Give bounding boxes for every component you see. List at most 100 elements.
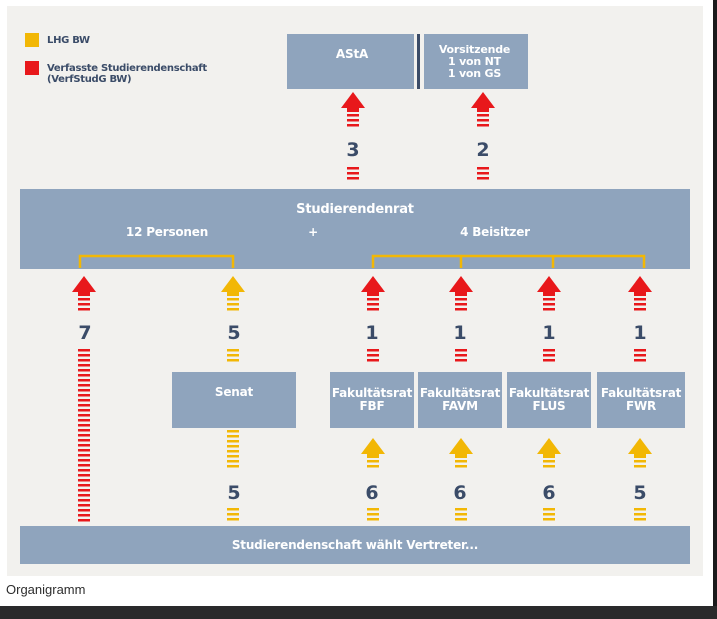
rat-personen-label: 12 Personen — [125, 224, 209, 239]
senat-upper-count: 5 — [227, 322, 241, 344]
arrow-fwr-upper — [628, 276, 652, 311]
senat-box: Senat — [172, 372, 296, 428]
vorsitzende-box: Vorsitzende 1 von NT 1 von GS — [421, 34, 528, 89]
dashes-favm-lower — [455, 508, 467, 521]
dash-mark — [78, 429, 90, 432]
legend-label-verfstud-law: (VerfStudG BW) — [47, 74, 132, 85]
legend-swatch-verfstud — [25, 61, 39, 75]
rat-beisitzer-label: 4 Beisitzer — [460, 224, 530, 239]
figure-caption: Organigramm — [6, 582, 86, 597]
favm-label-1: Fakultätsrat — [419, 386, 501, 400]
dash-mark — [78, 419, 90, 422]
dash-mark — [227, 450, 239, 453]
fwr-label-1: Fakultätsrat — [600, 386, 682, 400]
dash-mark — [78, 494, 90, 497]
flus-label-2: FLUS — [532, 399, 566, 413]
dashes-senat-column — [227, 430, 239, 468]
dash-mark — [78, 509, 90, 512]
dash-mark — [78, 444, 90, 447]
vorsitzende-count: 2 — [476, 139, 490, 161]
flus-upper-count: 1 — [542, 322, 556, 344]
arrow-fbf-lower — [361, 438, 385, 468]
dash-mark — [78, 519, 90, 522]
dashes-vorsitzende — [477, 167, 489, 180]
dashes-asta — [347, 167, 359, 180]
dash-mark — [78, 464, 90, 467]
fakultaetsrat-fbf-box: Fakultätsrat FBF — [330, 372, 414, 428]
image-frame: LHG BW Verfasste Studierendenschaft (Ver… — [0, 0, 713, 606]
dash-mark — [78, 454, 90, 457]
dash-mark — [78, 459, 90, 462]
asta-label: AStA — [335, 47, 369, 61]
studierendenschaft-box: Studierendenschaft wählt Vertreter... — [20, 526, 690, 564]
dashes-flus-upper — [543, 349, 555, 362]
dashes-fwr-lower — [634, 508, 646, 521]
arrow-vorsitzende — [471, 92, 495, 127]
dashes-favm-upper — [455, 349, 467, 362]
connector-graphics — [72, 34, 652, 522]
vorsitzende-label: Vorsitzende — [438, 42, 511, 56]
fakultaetsrat-fwr-box: Fakultätsrat FWR — [597, 372, 685, 428]
arrow-favm-upper — [449, 276, 473, 311]
arrow-direct — [72, 276, 96, 311]
bracket-beisitzer — [371, 254, 646, 268]
arrow-favm-lower — [449, 438, 473, 468]
dash-mark — [227, 455, 239, 458]
senat-lower-count: 5 — [227, 482, 241, 504]
favm-upper-count: 1 — [453, 322, 467, 344]
vorsitzende-nt: 1 von NT — [448, 54, 501, 68]
dash-mark — [78, 504, 90, 507]
dash-mark — [78, 409, 90, 412]
studierendenschaft-label: Studierendenschaft wählt Vertreter... — [231, 537, 479, 552]
dash-mark — [78, 349, 90, 352]
dash-mark — [227, 445, 239, 448]
dash-mark — [227, 430, 239, 433]
fbf-label-2: FBF — [359, 399, 385, 413]
dashes-fbf-upper — [367, 349, 379, 362]
dash-mark — [78, 389, 90, 392]
legend-swatch-lhg — [25, 33, 39, 47]
right-border — [713, 0, 717, 606]
dash-mark — [78, 399, 90, 402]
dash-mark — [78, 469, 90, 472]
fbf-lower-count: 6 — [365, 482, 379, 504]
dash-mark — [78, 364, 90, 367]
fbf-label-1: Fakultätsrat — [331, 386, 413, 400]
dash-mark — [78, 374, 90, 377]
dash-mark — [78, 424, 90, 427]
bracket-personen — [78, 254, 235, 268]
favm-lower-count: 6 — [453, 482, 467, 504]
flus-label-1: Fakultätsrat — [508, 386, 590, 400]
dash-mark — [78, 484, 90, 487]
fbf-upper-count: 1 — [365, 322, 379, 344]
dashes-senat-lower — [227, 508, 239, 521]
dash-mark — [78, 479, 90, 482]
arrow-fwr-lower — [628, 438, 652, 468]
dash-mark — [78, 449, 90, 452]
organigram-diagram: LHG BW Verfasste Studierendenschaft (Ver… — [7, 6, 703, 576]
direct-count: 7 — [78, 322, 92, 344]
dash-mark — [227, 460, 239, 463]
fakultaetsrat-favm-box: Fakultätsrat FAVM — [418, 372, 502, 428]
arrow-fbf-upper — [361, 276, 385, 311]
vorsitzende-gs: 1 von GS — [447, 66, 502, 80]
dash-mark — [78, 354, 90, 357]
legend-label-verfstud: Verfasste Studierendenschaft — [47, 63, 207, 74]
flus-lower-count: 6 — [542, 482, 556, 504]
dash-mark — [78, 439, 90, 442]
dash-mark — [78, 379, 90, 382]
dash-mark — [78, 434, 90, 437]
arrow-flus-lower — [537, 438, 561, 468]
dashes-direct-column — [78, 349, 90, 522]
favm-label-2: FAVM — [442, 399, 478, 413]
fakultaetsrat-flus-box: Fakultätsrat FLUS — [507, 372, 591, 428]
dash-mark — [78, 474, 90, 477]
dash-mark — [78, 514, 90, 517]
asta-box: AStA — [287, 34, 417, 89]
dash-mark — [78, 499, 90, 502]
dash-mark — [78, 369, 90, 372]
dash-mark — [227, 440, 239, 443]
senat-label: Senat — [214, 384, 254, 399]
dashes-senat-upper — [227, 349, 239, 362]
dash-mark — [78, 359, 90, 362]
